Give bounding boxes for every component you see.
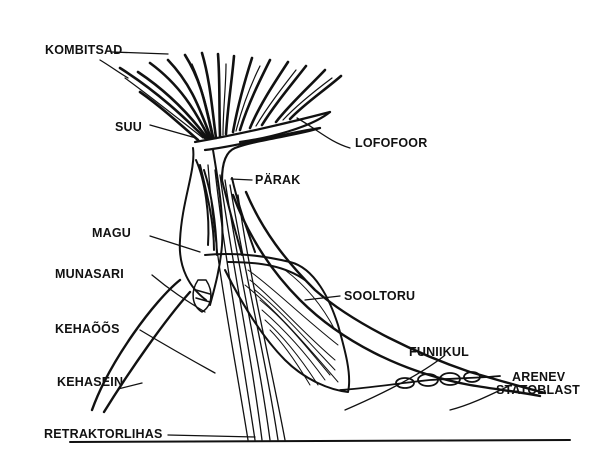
label-munasari: MUNASARI	[55, 268, 124, 281]
label-sooltoru: SOOLTORU	[344, 290, 415, 303]
label-parak: PÄRAK	[255, 174, 300, 187]
label-kehaoos: KEHAÕÕS	[55, 323, 120, 336]
label-suu: SUU	[115, 121, 142, 134]
label-funiikul: FUNIIKUL	[409, 346, 469, 359]
label-kombitsad: KOMBITSAD	[45, 44, 123, 57]
label-kehasein: KEHASEIN	[57, 376, 123, 389]
retractor-muscle	[208, 165, 285, 440]
body-wall	[92, 192, 545, 412]
label-lofofoor: LOFOFOOR	[355, 137, 427, 150]
label-statoblast: STATOBLAST	[496, 384, 580, 397]
digestive-tract	[180, 148, 223, 305]
label-retraktorlihas: RETRAKTORLIHAS	[44, 428, 163, 441]
label-magu: MAGU	[92, 227, 131, 240]
label-arenev: ARENEV	[512, 371, 565, 384]
